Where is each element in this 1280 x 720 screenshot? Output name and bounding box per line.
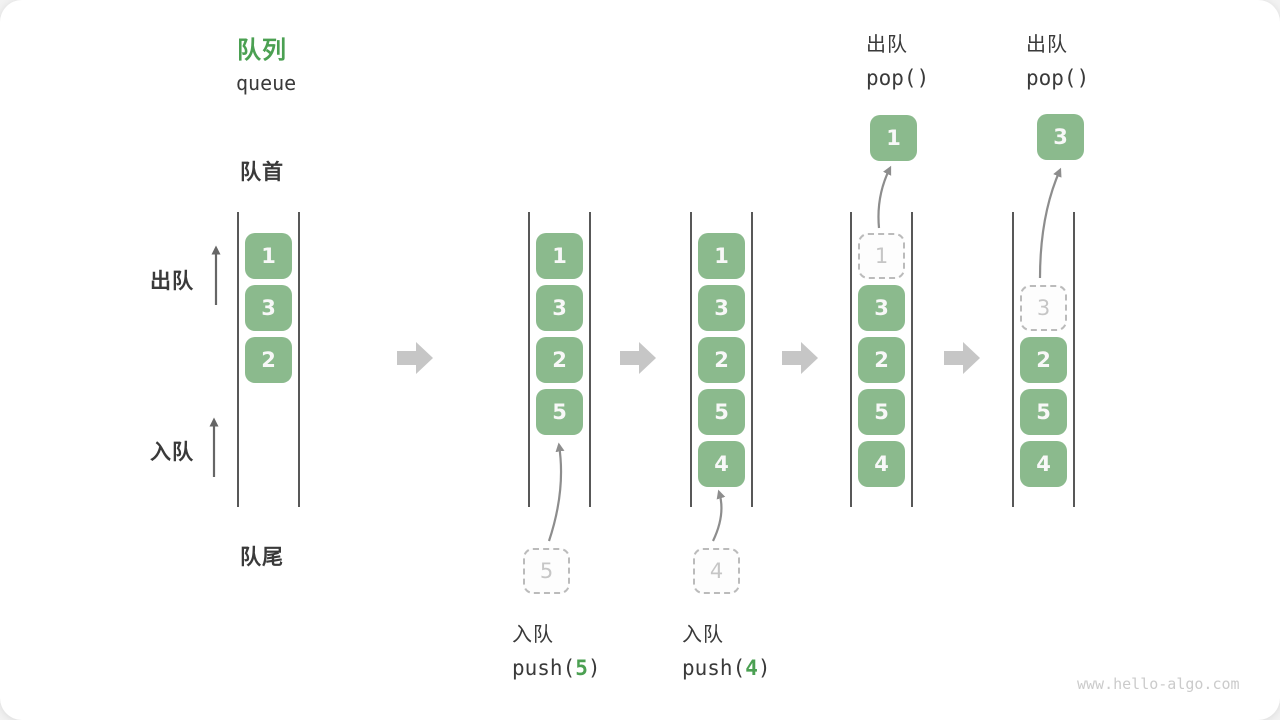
queue-rail-right [589, 212, 591, 507]
queue-rail-right [751, 212, 753, 507]
caption-code-accent: 5 [575, 656, 588, 680]
label-queue-front: 队首 [240, 161, 284, 184]
caption-label: 入队 [682, 624, 724, 646]
caption-code-text: pop() [1026, 66, 1090, 90]
queue-cell: 3 [858, 285, 905, 331]
incoming-value-cell: 5 [523, 548, 570, 594]
dequeue-caption: 出队 pop() [1026, 28, 1089, 90]
queue-rail-right [1073, 212, 1075, 507]
caption-code: push(4) [682, 656, 771, 680]
transition-arrow-icon [782, 342, 818, 374]
queue-cell: 2 [536, 337, 583, 383]
queue-cell: 2 [245, 337, 292, 383]
label-dequeue-side: 出队 [150, 270, 194, 293]
queue-rail-left [528, 212, 530, 507]
enqueue-caption: 入队 push(4) [682, 618, 771, 680]
caption-code: pop() [866, 66, 929, 90]
queue-cell: 4 [1020, 441, 1067, 487]
dequeue-caption: 出队 pop() [866, 28, 929, 90]
popped-value-cell: 3 [1037, 114, 1084, 160]
queue-cell-ghost: 3 [1020, 285, 1067, 331]
queue-cell: 5 [536, 389, 583, 435]
caption-code-accent: 4 [745, 656, 758, 680]
diagram-title-en: queue [236, 71, 297, 95]
label-enqueue-side: 入队 [150, 441, 194, 464]
popped-value-cell: 1 [870, 115, 917, 161]
queue-cell: 2 [858, 337, 905, 383]
queue-cell: 3 [536, 285, 583, 331]
transition-arrow-icon [944, 342, 980, 374]
caption-code: pop() [1026, 66, 1089, 90]
caption-code: push(5) [512, 656, 601, 680]
queue-cell: 2 [1020, 337, 1067, 383]
caption-label: 入队 [512, 624, 554, 646]
queue-cell: 3 [245, 285, 292, 331]
queue-cell: 4 [858, 441, 905, 487]
caption-code-text: ) [587, 656, 601, 680]
queue-cell: 5 [1020, 389, 1067, 435]
label-queue-rear: 队尾 [240, 546, 284, 569]
transition-arrow-icon [397, 342, 433, 374]
queue-rail-left [850, 212, 852, 507]
queue-cell: 3 [698, 285, 745, 331]
caption-code-text: pop() [866, 66, 930, 90]
queue-rail-right [911, 212, 913, 507]
pop-curve-arrow [1038, 167, 1062, 279]
caption-label: 出队 [1026, 34, 1068, 56]
pop-curve-arrow [877, 165, 892, 229]
push-curve-arrow [547, 442, 565, 542]
caption-code-text: push( [512, 656, 576, 680]
queue-cell: 1 [245, 233, 292, 279]
queue-cell-ghost: 1 [858, 233, 905, 279]
caption-label: 出队 [866, 34, 908, 56]
transition-arrow-icon [620, 342, 656, 374]
caption-code-text: push( [682, 656, 746, 680]
queue-rail-left [690, 212, 692, 507]
queue-cell: 2 [698, 337, 745, 383]
queue-rail-left [1012, 212, 1014, 507]
watermark: www.hello-algo.com [1077, 675, 1240, 693]
enqueue-caption: 入队 push(5) [512, 618, 601, 680]
caption-code-text: ) [757, 656, 771, 680]
queue-cell: 4 [698, 441, 745, 487]
diagram-title-zh: 队列 [237, 37, 287, 64]
push-curve-arrow [712, 489, 726, 542]
queue-rail-right [298, 212, 300, 507]
queue-cell: 1 [536, 233, 583, 279]
queue-cell: 5 [698, 389, 745, 435]
queue-cell: 1 [698, 233, 745, 279]
queue-cell: 5 [858, 389, 905, 435]
incoming-value-cell: 4 [693, 548, 740, 594]
queue-rail-left [237, 212, 239, 507]
